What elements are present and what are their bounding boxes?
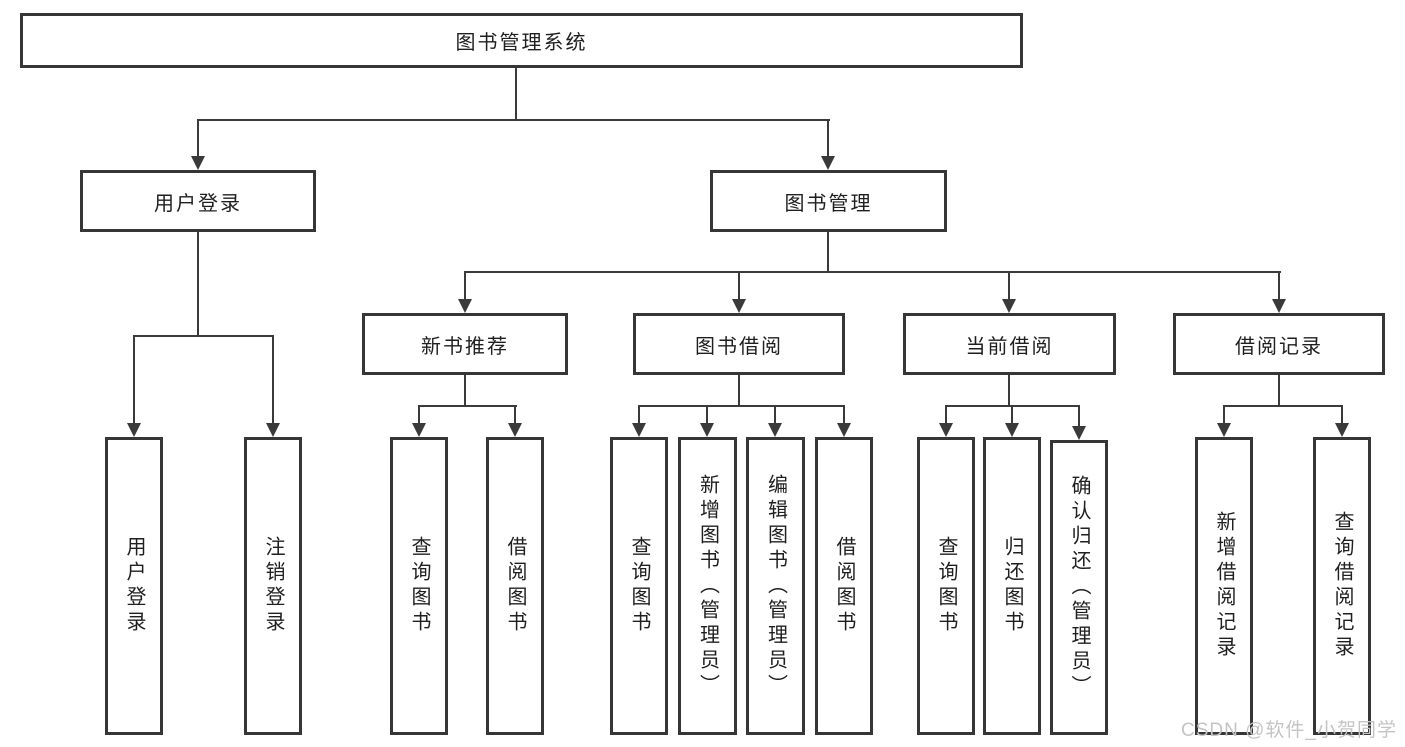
connector-bus-level3 [464, 271, 1281, 273]
leaf-logout: 注销登录 [244, 437, 302, 735]
leaf-br-add-record-label: 新增借阅记录 [1213, 511, 1235, 661]
arrowhead-bb-edit [768, 423, 782, 437]
arrowhead-bb-add [700, 423, 714, 437]
arrowhead-br-query [1335, 423, 1349, 437]
connector-drop-borrow-record [1278, 271, 1280, 301]
arrowhead-borrow-record [1272, 299, 1286, 313]
leaf-bb-query-book-label: 查询图书 [628, 536, 650, 636]
leaf-cb-return-book: 归还图书 [983, 437, 1041, 735]
leaf-cb-query-book-label: 查询图书 [935, 536, 957, 636]
node-new-book-rec: 新书推荐 [362, 313, 568, 375]
leaf-rec-borrow-book: 借阅图书 [486, 437, 544, 735]
connector-drop-leaf-user-login [133, 335, 135, 425]
connector-drop-cb-query [945, 405, 947, 425]
connector-book-borrow-stem [738, 375, 740, 406]
node-user-login: 用户登录 [80, 170, 316, 232]
leaf-bb-borrow-book: 借阅图书 [815, 437, 873, 735]
connector-drop-bb-add [706, 405, 708, 425]
leaf-rec-query-book-label: 查询图书 [408, 536, 430, 636]
connector-user-login-stem [197, 232, 199, 336]
leaf-bb-edit-book: 编辑图书（管理员） [746, 437, 805, 735]
node-current-borrow: 当前借阅 [903, 313, 1116, 375]
leaf-logout-label: 注销登录 [262, 536, 284, 636]
leaf-bb-borrow-book-label: 借阅图书 [833, 536, 855, 636]
arrowhead-current-borrow [1002, 299, 1016, 313]
node-current-borrow-label: 当前借阅 [965, 335, 1054, 358]
connector-bus-user-login [133, 335, 274, 337]
arrowhead-rec-query [412, 423, 426, 437]
leaf-rec-query-book: 查询图书 [390, 437, 448, 735]
connector-drop-br-add [1223, 405, 1225, 425]
leaf-bb-add-book-label: 新增图书（管理员） [696, 473, 719, 699]
leaf-user-login-label: 用户登录 [123, 536, 145, 636]
leaf-rec-borrow-book-label: 借阅图书 [504, 536, 526, 636]
arrowhead-user-login [191, 156, 205, 170]
connector-drop-cb-return [1011, 405, 1013, 425]
leaf-bb-add-book: 新增图书（管理员） [678, 437, 737, 735]
connector-root-stem [515, 68, 517, 120]
node-book-mgmt-label: 图书管理 [784, 192, 873, 215]
connector-bus-borrow-record [1223, 405, 1343, 407]
connector-drop-current-borrow [1008, 271, 1010, 301]
node-new-book-rec-label: 新书推荐 [421, 335, 509, 358]
leaf-user-login: 用户登录 [105, 437, 163, 735]
node-user-login-label: 用户登录 [154, 192, 242, 215]
arrowhead-cb-confirm [1072, 426, 1086, 440]
node-borrow-record: 借阅记录 [1173, 313, 1385, 375]
node-root: 图书管理系统 [20, 13, 1023, 68]
leaf-bb-query-book: 查询图书 [610, 437, 668, 735]
arrowhead-book-borrow [732, 299, 746, 313]
leaf-cb-confirm-return-label: 确认归还（管理员） [1068, 475, 1090, 700]
connector-drop-rec-borrow [514, 405, 516, 425]
connector-bus-new-book-rec [418, 405, 517, 407]
arrowhead-leaf-logout [266, 423, 280, 437]
leaf-br-add-record: 新增借阅记录 [1195, 437, 1253, 735]
arrowhead-rec-borrow [508, 423, 522, 437]
connector-drop-new-book-rec [464, 271, 466, 301]
node-book-borrow: 图书借阅 [633, 313, 845, 375]
leaf-bb-edit-book-label: 编辑图书（管理员） [764, 473, 787, 699]
leaf-cb-query-book: 查询图书 [917, 437, 975, 735]
connector-drop-user-login [197, 119, 199, 158]
node-root-label: 图书管理系统 [455, 32, 588, 54]
connector-drop-bb-query [638, 405, 640, 425]
connector-current-borrow-stem [1008, 375, 1010, 406]
arrowhead-new-book-rec [458, 299, 472, 313]
connector-drop-cb-confirm [1078, 405, 1080, 427]
connector-drop-book-mgmt [827, 119, 829, 158]
connector-drop-br-query [1341, 405, 1343, 425]
node-borrow-record-label: 借阅记录 [1235, 335, 1323, 358]
connector-drop-bb-borrow [843, 405, 845, 425]
arrowhead-cb-return [1005, 423, 1019, 437]
connector-drop-leaf-logout [272, 335, 274, 425]
leaf-br-query-record: 查询借阅记录 [1313, 437, 1371, 735]
connector-bus-level2 [197, 119, 830, 121]
arrowhead-bb-query [632, 423, 646, 437]
connector-drop-rec-query [418, 405, 420, 425]
connector-book-mgmt-stem [827, 232, 829, 272]
leaf-cb-return-book-label: 归还图书 [1001, 536, 1023, 636]
connector-drop-bb-edit [774, 405, 776, 425]
arrowhead-bb-borrow [837, 423, 851, 437]
connector-new-book-rec-stem [464, 375, 466, 406]
arrowhead-book-mgmt [821, 156, 835, 170]
arrowhead-leaf-user-login [127, 423, 141, 437]
connector-borrow-record-stem [1278, 375, 1280, 406]
node-book-borrow-label: 图书借阅 [695, 335, 783, 358]
connector-bus-book-borrow [638, 405, 845, 407]
node-book-mgmt: 图书管理 [710, 170, 947, 232]
leaf-br-query-record-label: 查询借阅记录 [1331, 511, 1353, 661]
connector-drop-book-borrow [738, 271, 740, 301]
arrowhead-br-add [1217, 423, 1231, 437]
leaf-cb-confirm-return: 确认归还（管理员） [1050, 440, 1108, 735]
arrowhead-cb-query [939, 423, 953, 437]
